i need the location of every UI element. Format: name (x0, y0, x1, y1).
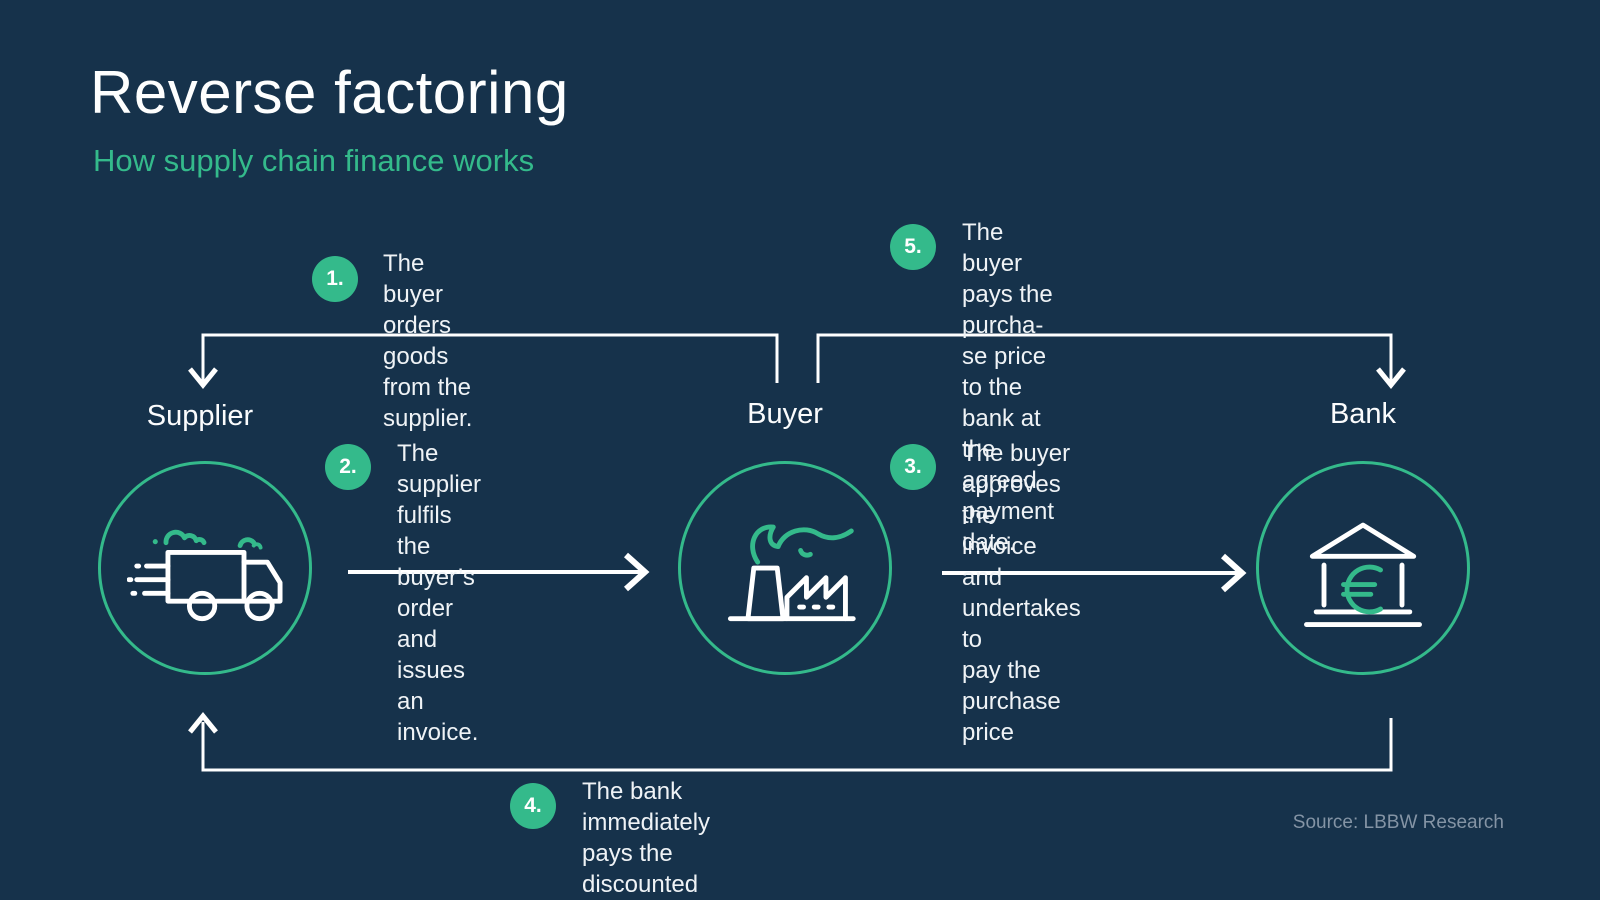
arrow-buyer-to-bank-payment (816, 333, 1406, 389)
step-1-text: The buyer orders goods from the supplier… (383, 250, 473, 432)
bank-label: Bank (1329, 398, 1397, 430)
arrow-buyer-to-supplier (188, 333, 779, 389)
page-title: Reverse factoring (90, 59, 569, 126)
source-credit: Source: LBBW Research (1292, 812, 1504, 833)
supplier-circle (98, 461, 312, 675)
buyer-circle (678, 461, 892, 675)
step-1-badge: 1. (312, 256, 358, 302)
step-4-badge: 4. (510, 783, 556, 829)
step-5-text: The buyer pays the purcha- se price to t… (962, 219, 1055, 556)
buyer-label: Buyer (747, 398, 823, 430)
step-3-text: The buyer approves the invoice and under… (962, 440, 1081, 746)
supplier-label: Supplier (146, 400, 254, 432)
step-4-text: The bank immediately pays the discounted… (582, 778, 711, 898)
step-5-badge: 5. (890, 224, 936, 270)
bank-circle (1256, 461, 1470, 675)
euro-icon (1341, 564, 1383, 615)
step-2-badge: 2. (325, 444, 371, 490)
step-2-text: The supplier fulfils the buyer’s order a… (397, 440, 482, 746)
arrow-buyer-to-bank-approval (942, 553, 1247, 593)
arrow-supplier-to-buyer (348, 552, 650, 592)
delivery-truck-icon (127, 529, 283, 622)
bank-building-icon (1304, 522, 1422, 627)
step-3-badge: 3. (890, 444, 936, 490)
factory-icon (727, 524, 856, 622)
arrow-bank-to-supplier (188, 712, 1393, 772)
page-subtitle: How supply chain finance works (93, 143, 535, 178)
